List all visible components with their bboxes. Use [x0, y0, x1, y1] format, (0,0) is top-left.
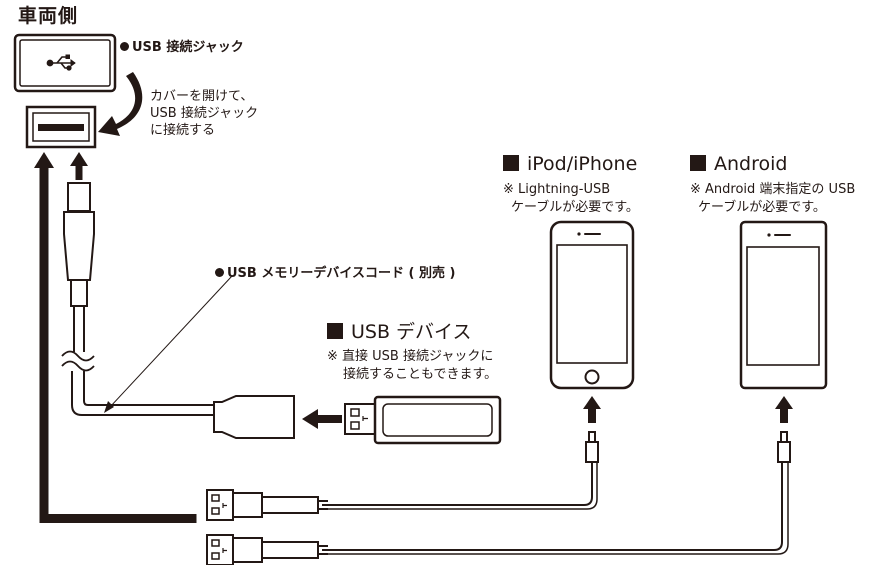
- up-arrow-icon: [34, 152, 197, 523]
- bullet-icon: [120, 42, 129, 51]
- lightning-cable: [206, 431, 599, 521]
- wave-break-icon: [61, 350, 95, 372]
- iphone-device: [549, 220, 635, 390]
- vehicle-side-title: 車両側: [18, 5, 79, 27]
- memory-cord-label: USB メモリーデバイスコード ( 別売 ): [215, 266, 455, 282]
- bullet-icon: [215, 268, 224, 277]
- up-arrow-icon: [583, 396, 601, 423]
- leader-arrowhead: [104, 401, 114, 413]
- usb-memory-stick: [344, 395, 502, 445]
- open-cover-note: カバーを開けて、 USB 接続ジャック に接続する: [150, 89, 259, 138]
- usb-device-heading: USB デバイス: [327, 321, 471, 344]
- square-bullet-icon: [690, 155, 706, 171]
- up-arrow-icon: [775, 396, 793, 423]
- android-device: [739, 220, 828, 390]
- square-bullet-icon: [503, 155, 519, 171]
- curved-arrow-icon: [98, 72, 143, 136]
- usb-trident-icon: [46, 54, 76, 71]
- ipod-notes: ※ Lightning-USB ケーブルが必要です。: [503, 182, 639, 215]
- android-notes: ※ Android 端末指定の USB ケーブルが必要です。: [690, 182, 856, 215]
- up-arrow-icon: [70, 152, 88, 180]
- ipod-heading: iPod/iPhone: [503, 153, 637, 176]
- left-arrow-icon: [302, 409, 342, 429]
- memory-cord: [63, 182, 295, 439]
- usb-jack-label: USB 接続ジャック: [120, 40, 244, 56]
- android-cable: [206, 431, 791, 565]
- usb-device-notes: ※ 直接 USB 接続ジャックに 接続することもできます。: [327, 349, 498, 382]
- leader-line: [109, 275, 233, 408]
- square-bullet-icon: [327, 323, 343, 339]
- android-heading: Android: [690, 153, 787, 176]
- usb-port: [25, 105, 97, 149]
